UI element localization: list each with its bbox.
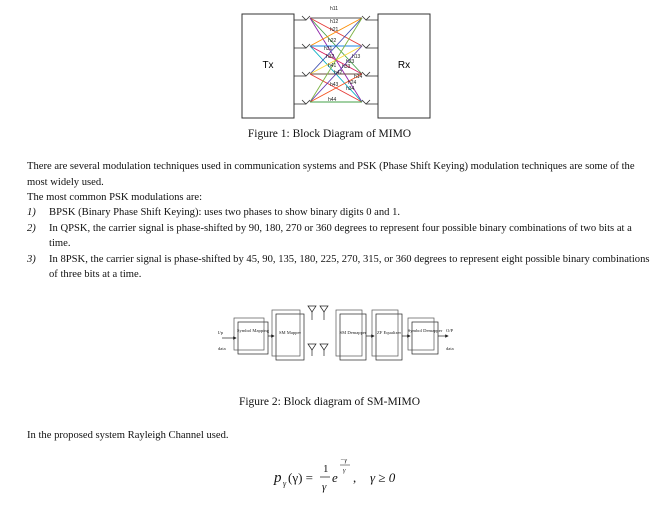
list-item: 1) BPSK (Binary Phase Shift Keying): use… bbox=[27, 205, 651, 221]
channel-label: h13 bbox=[352, 54, 361, 60]
psk-list: 1) BPSK (Binary Phase Shift Keying): use… bbox=[27, 205, 651, 283]
block-label: Symbol Mapping bbox=[237, 328, 270, 333]
channel-label: h22 bbox=[328, 38, 337, 44]
tx-label: Tx bbox=[262, 60, 273, 71]
formula-exp-base: e bbox=[332, 470, 338, 485]
list-text: In QPSK, the carrier signal is phase-shi… bbox=[49, 222, 632, 250]
list-item: 2) In QPSK, the carrier signal is phase-… bbox=[27, 221, 651, 252]
list-item: 3) In 8PSK, the carrier signal is phase-… bbox=[27, 252, 651, 283]
list-text: In 8PSK, the carrier signal is phase-shi… bbox=[49, 253, 650, 281]
tx-antennas bbox=[294, 15, 311, 105]
formula-fraction-denominator: γ bbox=[322, 481, 327, 493]
channel-label: h44 bbox=[328, 97, 337, 103]
formula-lhs: p bbox=[273, 470, 282, 486]
mimo-block-diagram: Tx Rx h11 h12 h21 h2 bbox=[241, 6, 431, 119]
channel-label: h33 bbox=[342, 64, 351, 70]
channel-label: h31 bbox=[324, 46, 333, 52]
rayleigh-pdf-formula: p γ (γ) = 1 γ e −γ γ , γ ≥ 0 bbox=[273, 457, 396, 493]
block-label: Symbol Demapper bbox=[408, 328, 443, 333]
channel-label: h23 bbox=[346, 59, 355, 65]
output-label: O/P bbox=[446, 328, 454, 333]
formula-arg: (γ) = bbox=[288, 470, 313, 485]
channel-paths bbox=[309, 17, 363, 103]
channel-label: h21 bbox=[330, 27, 339, 33]
block-label: SM Mapper bbox=[279, 330, 302, 335]
list-text: BPSK (Binary Phase Shift Keying): uses t… bbox=[49, 207, 401, 218]
rx-label: Rx bbox=[398, 60, 410, 71]
rx-block bbox=[377, 13, 431, 119]
channel-labels: h11 h12 h21 h22 h31 h32 h13 h23 h41 h33 … bbox=[324, 6, 363, 103]
block-label: SM Demapper bbox=[340, 330, 367, 335]
channel-label: h32 bbox=[326, 54, 335, 60]
formula-fraction-numerator: 1 bbox=[323, 463, 329, 475]
formula-condition: γ ≥ 0 bbox=[370, 470, 396, 485]
block-label: ZF Equalizer bbox=[377, 330, 402, 335]
tx-block bbox=[241, 13, 295, 119]
psk-intro: The most common PSK modulations are: bbox=[27, 192, 203, 203]
channel-label: h34 bbox=[346, 86, 355, 92]
list-number: 1) bbox=[27, 207, 36, 218]
figure2-caption: Figure 2: Block diagram of SM-MIMO bbox=[238, 396, 421, 408]
output-label: data bbox=[446, 346, 454, 351]
input-label: data bbox=[218, 346, 226, 351]
list-number: 2) bbox=[27, 222, 36, 234]
input-label: I/p bbox=[218, 330, 224, 335]
formula-exp-denominator: γ bbox=[343, 467, 346, 474]
channel-label: h12 bbox=[330, 19, 339, 25]
rx-antennas bbox=[361, 15, 378, 105]
channel-label: h14 bbox=[354, 74, 363, 80]
sm-mimo-block-diagram: I/p data O/P data Symbol Mapping SM Mapp… bbox=[218, 305, 454, 361]
sm-antennas bbox=[307, 305, 329, 356]
sm-mapper-block bbox=[275, 313, 305, 361]
channel-label: h11 bbox=[330, 6, 338, 12]
list-number: 3) bbox=[27, 253, 36, 265]
channel-label: h24 bbox=[348, 80, 357, 86]
formula-comma: , bbox=[353, 470, 356, 485]
channel-label: h43 bbox=[330, 82, 339, 88]
channel-label: h41 bbox=[328, 63, 337, 69]
rayleigh-paragraph: In the proposed system Rayleigh Channel … bbox=[27, 430, 229, 441]
intro-paragraph: There are several modulation techniques … bbox=[27, 161, 635, 188]
formula-exp-numerator: −γ bbox=[340, 457, 347, 464]
channel-label: h42 bbox=[334, 70, 343, 76]
symbol-mapping-block bbox=[237, 321, 269, 355]
figure1-caption: Figure 1: Block Diagram of MIMO bbox=[247, 128, 412, 140]
formula-subscript: γ bbox=[283, 479, 287, 488]
